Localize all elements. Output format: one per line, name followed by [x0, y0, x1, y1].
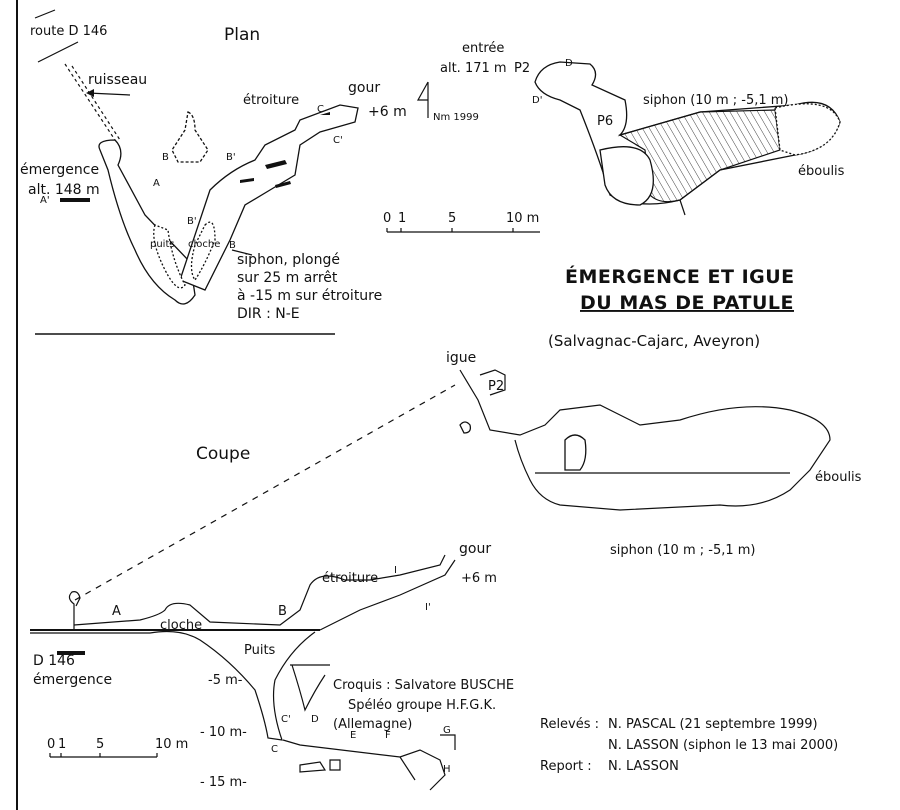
- section-marker-h: H: [443, 764, 451, 775]
- section-marker-i: I: [394, 565, 397, 576]
- tree-icon: [68, 591, 81, 630]
- plan-marker-c: C: [317, 104, 324, 115]
- plan-narrow-label: étroiture: [243, 93, 299, 108]
- plan-stream-label: ruisseau: [88, 72, 147, 88]
- plan-marker-a: A: [153, 178, 160, 189]
- survey-credit-2: N. LASSON (siphon le 13 mai 2000): [608, 738, 838, 753]
- plan-marker-b-2: B: [229, 240, 236, 251]
- section-pit-p2: P2: [488, 379, 504, 394]
- depth-5m: -5 m-: [208, 673, 243, 688]
- resurgence-label: émergence: [20, 162, 99, 178]
- sump-note-1: siphon, plongé: [237, 252, 340, 268]
- report-label: Report :: [540, 759, 592, 774]
- plan-pool-height: +6 m: [368, 104, 407, 120]
- section-igue-label: igue: [446, 350, 476, 366]
- section-marker-f: F: [385, 730, 391, 741]
- section-narrow-label: étroiture: [322, 571, 378, 586]
- section-scale-0: 0: [47, 737, 55, 752]
- plan-marker-b-prime: B': [226, 152, 236, 163]
- plan-pit-p6: P6: [597, 114, 613, 129]
- section-marker-g: G: [443, 725, 451, 736]
- sump-note-2: sur 25 m arrêt: [237, 270, 338, 286]
- plan-pit-p2: P2: [514, 61, 530, 76]
- north-arrow-icon: [416, 81, 429, 118]
- sketch-credit: Croquis : Salvatore BUSCHE: [333, 678, 514, 693]
- plan-cross-section-b: [171, 111, 209, 163]
- plan-scale-0: 0: [383, 211, 391, 226]
- survey-label: Relevés :: [540, 717, 599, 732]
- plan-marker-b-prime-2: B': [187, 216, 197, 227]
- plan-heading: Plan: [224, 25, 260, 45]
- entrance-altitude: alt. 171 m: [440, 61, 507, 76]
- plan-scale-1: 1: [398, 211, 406, 226]
- section-marker-a: A: [112, 604, 121, 619]
- plan-marker-a-prime: A': [40, 195, 50, 206]
- plan-well-label: puits: [150, 239, 175, 250]
- section-marker-b: B: [278, 604, 287, 619]
- section-sump-label: siphon (10 m ; -5,1 m): [610, 543, 756, 558]
- sump-note-4: DIR : N-E: [237, 306, 300, 322]
- section-view: [30, 369, 831, 791]
- section-marker-i-prime: I': [425, 602, 431, 613]
- plan-scree-label: éboulis: [798, 164, 845, 179]
- section-resurgence-label: émergence: [33, 672, 112, 688]
- entrance-label: entrée: [462, 41, 504, 56]
- plan-marker-c-prime: C': [333, 135, 343, 146]
- survey-credit-1: N. PASCAL (21 septembre 1999): [608, 717, 818, 732]
- plan-bell-label: cloche: [188, 239, 220, 250]
- plan-marker-b: B: [162, 152, 169, 163]
- section-pool-height: +6 m: [461, 571, 497, 586]
- plan-scale-10: 10 m: [506, 211, 539, 226]
- plan-pool-label: gour: [348, 80, 380, 96]
- plan-road-label: route D 146: [30, 24, 107, 39]
- section-scale-1: 1: [58, 737, 66, 752]
- plan-cave-right-branch: [179, 104, 359, 291]
- plan-marker-d-prime: D': [532, 95, 542, 106]
- section-scale-10: 10 m: [155, 737, 188, 752]
- section-well-label: Puits: [244, 643, 276, 658]
- section-scale-5: 5: [96, 737, 104, 752]
- section-road-label: D 146: [33, 653, 75, 669]
- title-location: (Salvagnac-Cajarc, Aveyron): [548, 332, 760, 350]
- section-scree-label: éboulis: [815, 470, 862, 485]
- country-credit: (Allemagne): [333, 717, 412, 732]
- section-marker-e: E: [350, 730, 356, 741]
- resurgence-altitude: alt. 148 m: [28, 182, 100, 198]
- section-marker-c-prime: C': [281, 714, 291, 725]
- section-marker-c: C: [271, 744, 278, 755]
- title-line-1: Émergence et igue: [565, 265, 795, 288]
- title-line-2: du Mas de Patule: [580, 292, 794, 314]
- section-marker-d: D: [311, 714, 319, 725]
- section-bell-label: cloche: [160, 618, 202, 633]
- sump-note-3: à -15 m sur étroiture: [237, 288, 382, 304]
- section-pool-label: gour: [459, 541, 491, 557]
- plan-view: [34, 9, 841, 305]
- plan-marker-d: D: [565, 58, 573, 69]
- club-credit: Spéléo groupe H.F.G.K.: [348, 698, 496, 713]
- plan-sump-label: siphon (10 m ; -5,1 m): [643, 93, 789, 108]
- north-label: Nm 1999: [433, 112, 479, 123]
- report-credit: N. LASSON: [608, 759, 679, 774]
- section-heading: Coupe: [196, 444, 250, 464]
- plan-scale-5: 5: [448, 211, 456, 226]
- depth-15m: - 15 m-: [200, 775, 247, 790]
- depth-10m: - 10 m-: [200, 725, 247, 740]
- section-cave-igue: [459, 369, 831, 511]
